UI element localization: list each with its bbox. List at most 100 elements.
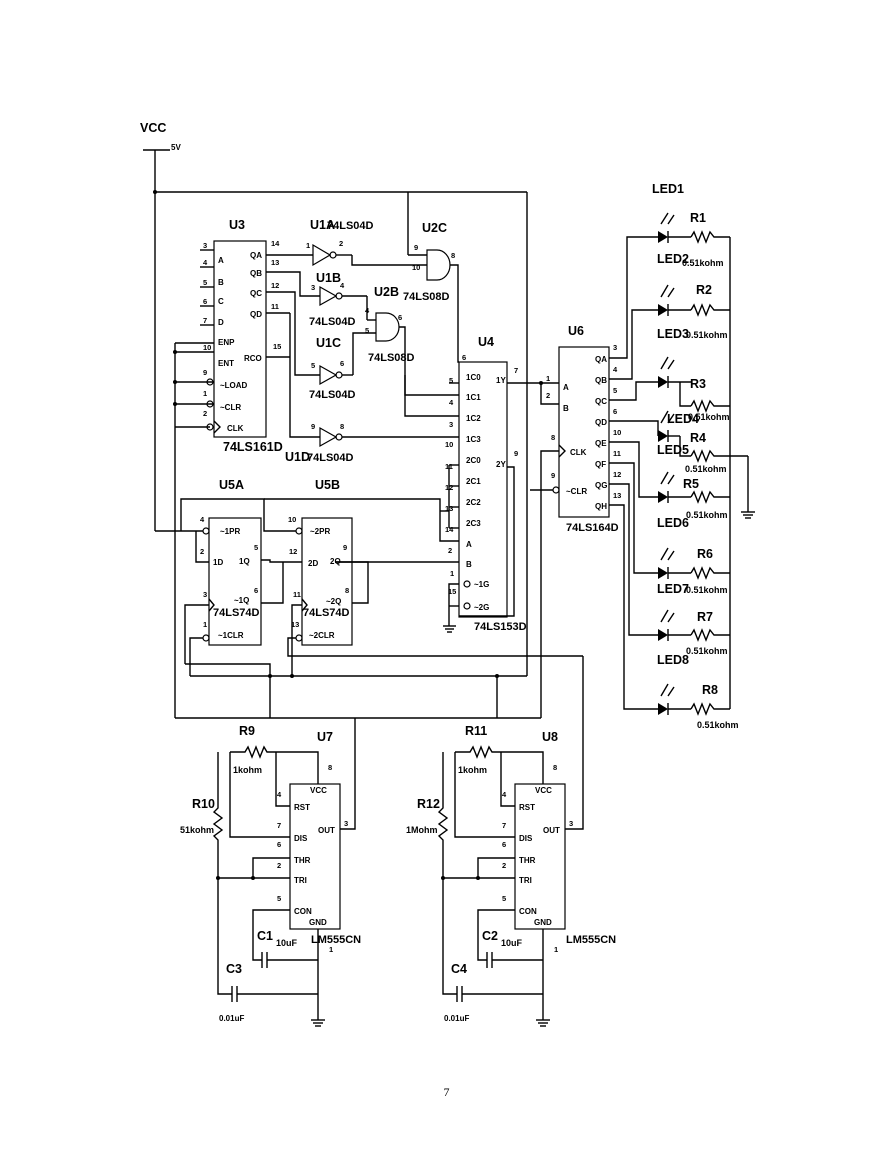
svg-text:LED5: LED5 — [657, 443, 689, 457]
svg-text:2C2: 2C2 — [466, 498, 481, 507]
vcc-value: 5V — [171, 143, 181, 152]
svg-text:U1D: U1D — [285, 450, 310, 464]
u6-chip — [558, 346, 610, 518]
svg-text:4: 4 — [340, 281, 345, 290]
svg-text:14: 14 — [271, 239, 280, 248]
svg-text:LM555CN: LM555CN — [566, 934, 616, 946]
svg-text:~1Q: ~1Q — [234, 596, 249, 605]
svg-text:13: 13 — [271, 258, 279, 267]
svg-text:~2PR: ~2PR — [310, 527, 330, 536]
svg-text:C3: C3 — [226, 962, 242, 976]
svg-text:0.51kohm: 0.51kohm — [686, 510, 728, 520]
svg-text:0.01uF: 0.01uF — [444, 1014, 469, 1023]
svg-text:0.51kohm: 0.51kohm — [688, 412, 730, 422]
led7-row: LED7 R7 0.51kohm — [657, 582, 730, 656]
svg-text:0.51kohm: 0.51kohm — [686, 646, 728, 656]
svg-text:OUT: OUT — [318, 826, 335, 835]
svg-text:QC: QC — [250, 289, 262, 298]
svg-text:LED3: LED3 — [657, 327, 689, 341]
svg-text:R10: R10 — [192, 797, 215, 811]
svg-text:1C2: 1C2 — [466, 414, 481, 423]
svg-text:13: 13 — [291, 620, 299, 629]
u3-chip — [213, 240, 267, 438]
u4-part: 74LS153D — [474, 621, 527, 633]
svg-text:OUT: OUT — [543, 826, 560, 835]
svg-text:~CLR: ~CLR — [220, 403, 241, 412]
svg-text:5: 5 — [502, 894, 506, 903]
svg-text:QE: QE — [595, 439, 607, 448]
svg-text:GND: GND — [534, 918, 552, 927]
svg-text:LED8: LED8 — [657, 653, 689, 667]
svg-text:A: A — [218, 256, 224, 265]
svg-text:R3: R3 — [690, 377, 706, 391]
svg-text:13: 13 — [613, 491, 621, 500]
u4-right-pins: 71Y 92Y — [496, 366, 518, 469]
svg-text:U1B: U1B — [316, 271, 341, 285]
led4-row: LED4 R4 0.51kohm — [658, 410, 748, 474]
svg-text:3: 3 — [203, 241, 207, 250]
u5a-part: 74LS74D — [213, 607, 260, 619]
svg-text:74LS04D: 74LS04D — [309, 316, 356, 328]
svg-text:8: 8 — [553, 763, 557, 772]
svg-text:CON: CON — [519, 907, 537, 916]
svg-text:LED1: LED1 — [652, 182, 684, 196]
svg-text:ENT: ENT — [218, 359, 234, 368]
u4-ref: U4 — [478, 335, 494, 349]
svg-text:~1G: ~1G — [474, 580, 489, 589]
svg-text:10: 10 — [203, 343, 211, 352]
svg-text:6: 6 — [254, 586, 258, 595]
svg-text:51kohm: 51kohm — [180, 825, 214, 835]
svg-text:10: 10 — [613, 428, 621, 437]
svg-text:A: A — [563, 383, 569, 392]
svg-text:QB: QB — [595, 376, 607, 385]
svg-text:5: 5 — [277, 894, 281, 903]
svg-text:3: 3 — [203, 590, 207, 599]
svg-text:3: 3 — [344, 819, 348, 828]
svg-text:7: 7 — [203, 316, 207, 325]
svg-text:4: 4 — [203, 258, 208, 267]
svg-text:6: 6 — [277, 840, 281, 849]
svg-text:5: 5 — [613, 386, 617, 395]
svg-text:3: 3 — [613, 343, 617, 352]
svg-text:6: 6 — [462, 353, 466, 362]
svg-text:RST: RST — [519, 803, 535, 812]
svg-text:TRI: TRI — [294, 876, 307, 885]
svg-text:C1: C1 — [257, 929, 273, 943]
svg-text:RCO: RCO — [244, 354, 262, 363]
svg-text:7: 7 — [277, 821, 281, 830]
svg-text:0.51kohm: 0.51kohm — [697, 720, 739, 730]
svg-text:11: 11 — [293, 590, 301, 599]
svg-text:9: 9 — [551, 471, 555, 480]
svg-text:2: 2 — [502, 861, 506, 870]
svg-text:2C1: 2C1 — [466, 477, 481, 486]
svg-text:1C1: 1C1 — [466, 393, 481, 402]
svg-text:5: 5 — [203, 278, 207, 287]
svg-text:74LS04D: 74LS04D — [309, 389, 356, 401]
led6-row: LED6 R6 0.51kohm — [657, 516, 730, 595]
led2-row: LED2 R2 0.51kohm — [657, 252, 730, 340]
svg-text:8: 8 — [345, 586, 349, 595]
svg-text:74LS04D: 74LS04D — [327, 220, 374, 232]
svg-text:10uF: 10uF — [276, 938, 298, 948]
svg-text:8: 8 — [551, 433, 555, 442]
svg-text:6: 6 — [340, 359, 344, 368]
svg-text:QG: QG — [595, 481, 607, 490]
svg-text:15: 15 — [273, 342, 281, 351]
svg-text:1kohm: 1kohm — [233, 765, 262, 775]
svg-text:~CLR: ~CLR — [566, 487, 587, 496]
svg-text:CLK: CLK — [227, 424, 244, 433]
svg-text:1: 1 — [329, 945, 333, 954]
svg-text:12: 12 — [271, 281, 279, 290]
svg-text:B: B — [466, 560, 472, 569]
svg-text:1C0: 1C0 — [466, 373, 481, 382]
svg-text:R8: R8 — [702, 683, 718, 697]
svg-text:U1C: U1C — [316, 336, 341, 350]
svg-text:DIS: DIS — [519, 834, 533, 843]
svg-text:R1: R1 — [690, 211, 706, 225]
svg-text:5: 5 — [254, 543, 258, 552]
svg-text:~1PR: ~1PR — [220, 527, 240, 536]
